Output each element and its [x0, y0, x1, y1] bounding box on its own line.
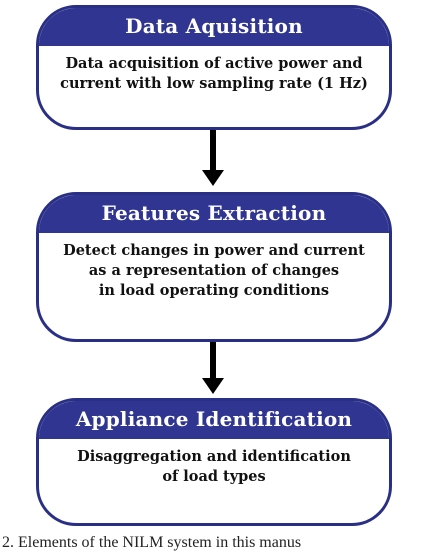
- data-acquisition-title: Data Aquisition: [39, 8, 389, 46]
- data-acquisition-block: Data Aquisition Data acquisition of acti…: [36, 5, 392, 130]
- arrow-shaft: [210, 130, 216, 172]
- arrow-head: [202, 170, 224, 186]
- figure-caption: 2. Elements of the NILM system in this m…: [2, 534, 302, 551]
- features-extraction-title: Features Extraction: [39, 195, 389, 233]
- appliance-identification-block: Appliance Identification Disaggregation …: [36, 398, 392, 526]
- appliance-identification-title: Appliance Identification: [39, 401, 389, 439]
- features-extraction-description: Detect changes in power and current as a…: [63, 242, 365, 299]
- features-extraction-block: Features Extraction Detect changes in po…: [36, 192, 392, 342]
- arrow-shaft: [210, 342, 216, 380]
- data-acquisition-description: Data acquisition of active power and cur…: [60, 55, 368, 92]
- arrow-head: [202, 378, 224, 394]
- appliance-identification-description: Disaggregation and identification of loa…: [77, 448, 351, 485]
